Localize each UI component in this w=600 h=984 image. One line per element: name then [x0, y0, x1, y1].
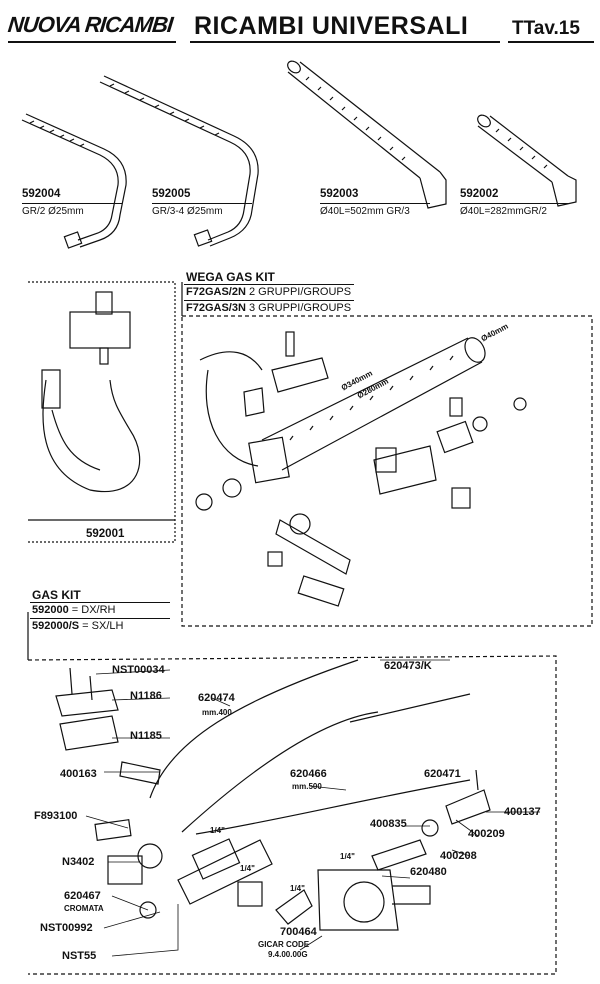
wega-kit-frame: [181, 282, 593, 627]
kit-rule: [184, 300, 354, 301]
label-quarter-inch-2: 1/4": [240, 864, 255, 873]
label-nst55: NST55: [62, 950, 97, 962]
label-gicar-code: GICAR CODE: [258, 940, 310, 949]
label-n1186: N1186: [130, 690, 162, 702]
label-620480: 620480: [410, 866, 447, 878]
wega-kit-line-1: F72GAS/2N 2 GRUPPI/GROUPS: [186, 286, 352, 298]
label-f893100: F893100: [34, 810, 78, 822]
gas-kit-frame: [27, 612, 557, 975]
gas-kit-line-1: 592000 = DX/RH: [32, 604, 116, 616]
burner-tube-592005-drawing: [99, 75, 259, 247]
label-620474-note: mm.400: [202, 708, 232, 717]
label-620473k: 620473/K: [384, 660, 432, 672]
reference-underline: [508, 41, 594, 43]
gas-kit-line-2: 592000/S = SX/LH: [32, 620, 124, 632]
burner-tube-592004-drawing: [21, 113, 127, 249]
label-620471: 620471: [424, 768, 461, 780]
part-rule: [460, 203, 570, 204]
part-desc-592002: Ø40L=282mmGR/2: [460, 206, 547, 217]
label-quarter-inch-3: 1/4": [290, 884, 305, 893]
title-underline: [190, 41, 500, 43]
part-rule: [320, 203, 430, 204]
gas-kit-title: GAS KIT: [32, 588, 81, 602]
label-nst00992: NST00992: [40, 922, 93, 934]
part-code-592004: 592004: [22, 188, 61, 200]
label-700464: 700464: [280, 926, 317, 938]
burner-tube-592002-drawing: [477, 114, 577, 207]
label-n3402: N3402: [62, 856, 95, 868]
table-reference: TTav.15: [512, 18, 580, 39]
kit-rule: [30, 618, 170, 619]
label-620474: 620474: [198, 692, 235, 704]
kit-rule: [184, 284, 354, 285]
wega-kit-title: WEGA GAS KIT: [186, 270, 275, 284]
label-620466: 620466: [290, 768, 327, 780]
label-620467-note: CROMATA: [64, 904, 104, 913]
label-n1185: N1185: [130, 730, 162, 742]
kit-rule: [30, 602, 170, 603]
part-code-592001: 592001: [86, 528, 125, 540]
part-code-592002: 592002: [460, 188, 499, 200]
label-400208: 400208: [440, 850, 477, 862]
label-400209: 400209: [468, 828, 505, 840]
part-desc-592005: GR/3-4 Ø25mm: [152, 206, 223, 217]
label-620467: 620467: [64, 890, 101, 902]
label-400137: 400137: [504, 806, 541, 818]
label-gicar-value: 9.4.00.00G: [268, 950, 308, 959]
label-400163: 400163: [60, 768, 97, 780]
wega-kit-line-2: F72GAS/3N 3 GRUPPI/GROUPS: [186, 302, 352, 314]
label-400835: 400835: [370, 818, 407, 830]
label-620466-note: mm.500: [292, 782, 322, 791]
part-rule: [22, 203, 122, 204]
part-rule: [152, 203, 252, 204]
label-quarter-inch-4: 1/4": [340, 852, 355, 861]
part-desc-592004: GR/2 Ø25mm: [22, 206, 84, 217]
valve-box-592001: [28, 281, 176, 543]
brand-underline: [8, 41, 176, 43]
page-title: RICAMBI UNIVERSALI: [194, 12, 469, 40]
label-nst00034: NST00034: [112, 664, 165, 676]
leader-lines: [85, 659, 540, 957]
part-code-592005: 592005: [152, 188, 191, 200]
burner-tube-592003-drawing: [287, 60, 447, 209]
part-code-592003: 592003: [320, 188, 359, 200]
label-quarter-inch-1: 1/4": [210, 826, 225, 835]
part-desc-592003: Ø40L=502mm GR/3: [320, 206, 410, 217]
